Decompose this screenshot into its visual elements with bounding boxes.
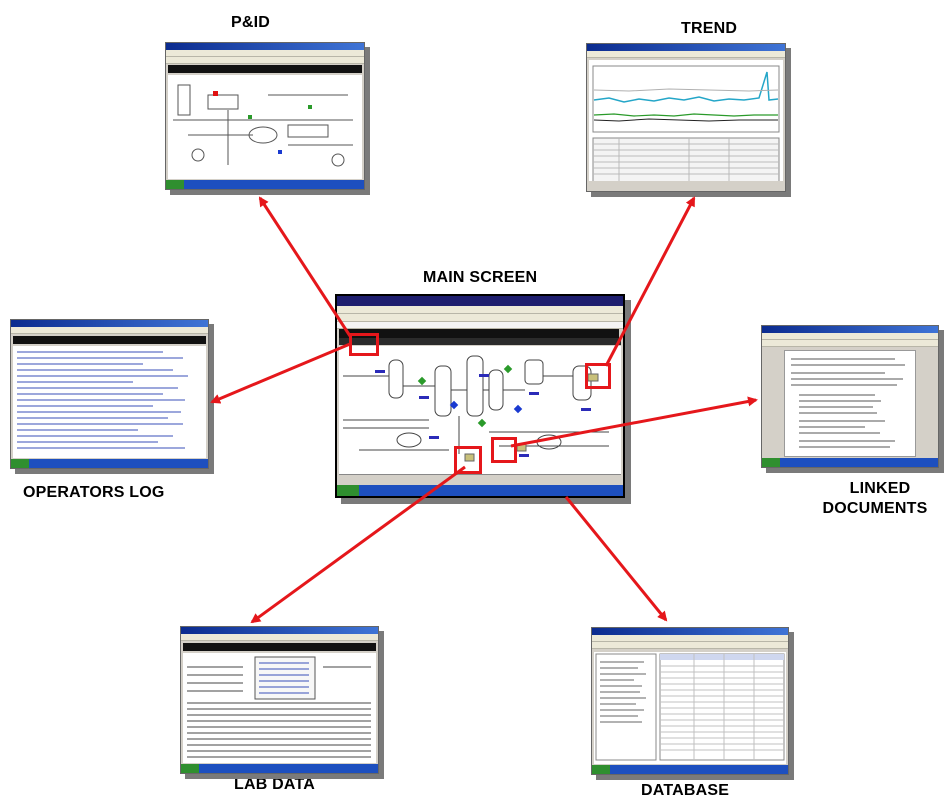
- main-screen-toolbar: [337, 314, 623, 322]
- linked-documents-start-button: [762, 458, 780, 467]
- database-content: [594, 652, 786, 764]
- operators-log-title-bar: [11, 320, 208, 327]
- operators-log-screenshot: [10, 319, 209, 469]
- main-screen-address-bar: [337, 322, 623, 329]
- linked-documents-text-lines: [791, 358, 905, 448]
- linked-documents-screenshot: [761, 325, 939, 468]
- main-screen-app-header: [339, 329, 619, 338]
- linked-documents-menu-bar: [762, 333, 938, 340]
- database-toolbar: [592, 642, 788, 649]
- operators-log-app-header: [13, 336, 206, 344]
- label-linked-documents-line2: DOCUMENTS: [822, 500, 928, 517]
- lab-data-table: [183, 653, 376, 763]
- label-database: DATABASE: [641, 782, 730, 799]
- highlight-trend-link[interactable]: [585, 363, 611, 389]
- highlight-lab-data-link[interactable]: [454, 446, 482, 474]
- main-screen-nav-bar: [339, 338, 621, 345]
- lab-data-title-bar: [181, 627, 378, 634]
- label-pid: P&ID: [231, 14, 271, 31]
- database-title-bar: [592, 628, 788, 635]
- operators-log-taskbar: [11, 459, 208, 468]
- lab-data-start-button: [181, 764, 199, 773]
- main-screen-title-bar: [337, 296, 623, 306]
- lab-data-taskbar: [181, 764, 378, 773]
- pid-schematic: [173, 84, 353, 167]
- trend-chart: [592, 65, 780, 181]
- database-start-button: [592, 765, 610, 774]
- arrow-to-operators-log: [210, 342, 351, 404]
- main-screen-status-bar: [339, 474, 621, 484]
- label-main-screen: MAIN SCREEN: [423, 269, 538, 286]
- lab-data-menu-bar: [181, 634, 378, 641]
- linked-documents-toolbar: [762, 340, 938, 347]
- database-screenshot: [591, 627, 789, 775]
- linked-documents-taskbar: [762, 458, 938, 467]
- label-lab-data: LAB DATA: [234, 776, 315, 793]
- trend-screenshot: [586, 43, 786, 192]
- database-taskbar: [592, 765, 788, 774]
- pid-menu-bar: [166, 50, 364, 57]
- linked-documents-title-bar: [762, 326, 938, 333]
- database-grid: [595, 653, 785, 761]
- pid-taskbar: [166, 180, 364, 189]
- operators-log-lines: [17, 351, 188, 449]
- label-linked-documents-line1: LINKED: [849, 480, 911, 497]
- operators-log-start-button: [11, 459, 29, 468]
- pid-screenshot: [165, 42, 365, 190]
- trend-title-bar: [587, 44, 785, 51]
- label-trend: TREND: [681, 20, 738, 37]
- pid-toolbar: [166, 57, 364, 64]
- linked-documents-page: [784, 350, 916, 457]
- pid-app-header: [168, 65, 362, 73]
- lab-data-screenshot: [180, 626, 379, 774]
- operators-log-content: [13, 346, 206, 458]
- highlight-database-link[interactable]: [491, 437, 517, 463]
- pid-drawing-area: [168, 75, 362, 179]
- operators-log-menu-bar: [11, 327, 208, 334]
- main-screen-start-button: [337, 485, 359, 496]
- database-menu-bar: [592, 635, 788, 642]
- pid-title-bar: [166, 43, 364, 50]
- trend-menu-bar: [587, 51, 785, 58]
- lab-data-rows: [187, 656, 371, 758]
- pid-start-button: [166, 180, 184, 189]
- label-operators-log: OPERATORS LOG: [23, 484, 165, 501]
- highlight-pid-link[interactable]: [349, 333, 379, 356]
- arrow-to-database: [564, 496, 668, 622]
- main-screen-taskbar: [337, 485, 623, 496]
- lab-data-app-header: [183, 643, 376, 651]
- trend-content: [589, 60, 783, 181]
- main-screen-menu-bar: [337, 306, 623, 314]
